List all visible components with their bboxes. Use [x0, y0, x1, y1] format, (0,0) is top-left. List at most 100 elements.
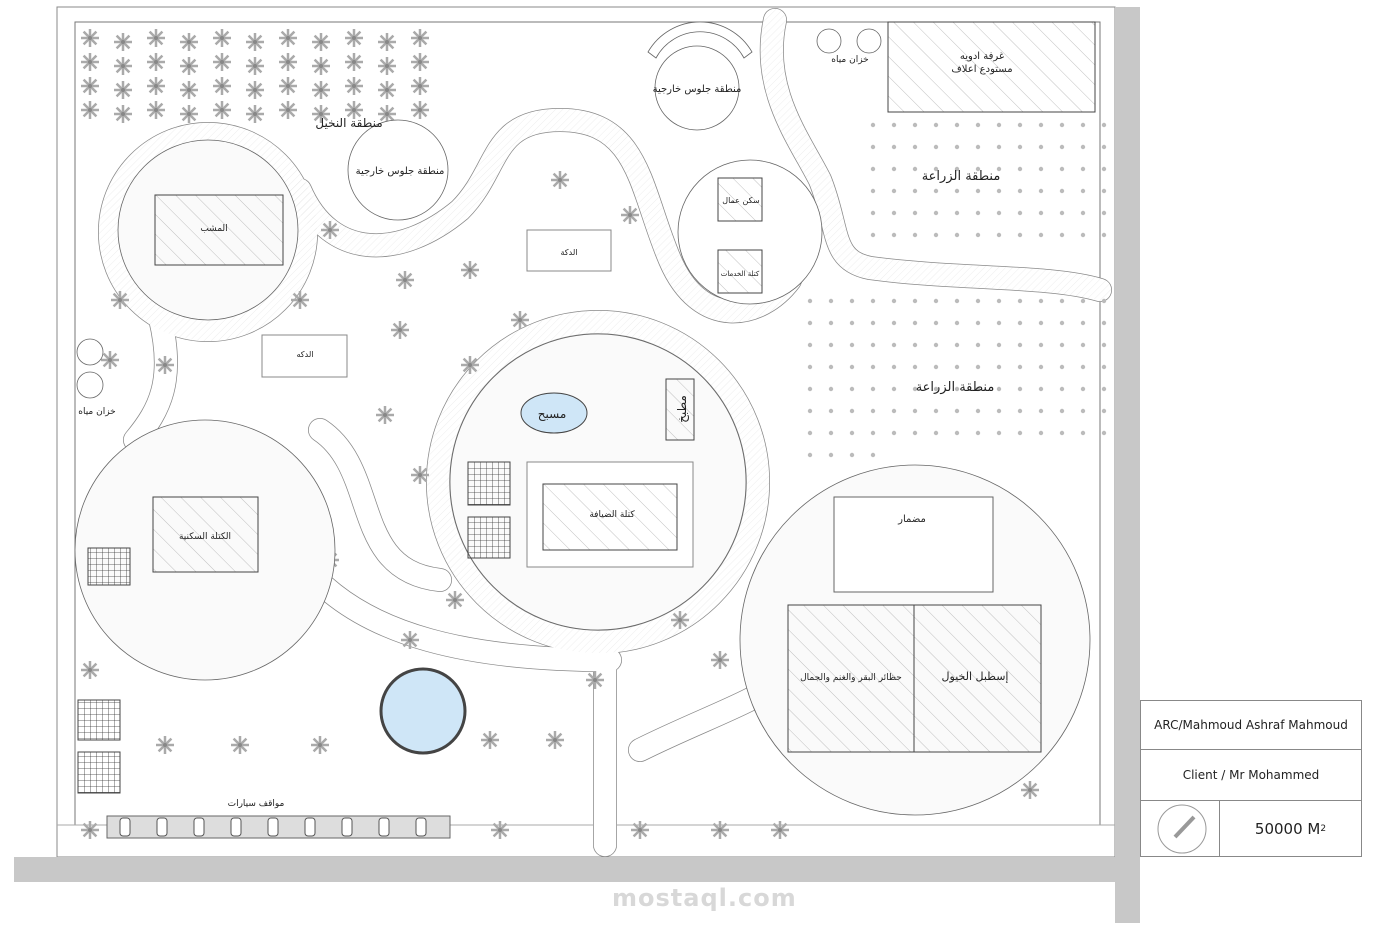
palm-tree-icon: [246, 57, 264, 75]
north-arrow: [1140, 800, 1220, 857]
plant-dot: [1080, 430, 1086, 436]
plant-dot: [870, 188, 876, 194]
palm-tree-icon: [147, 29, 165, 47]
plant-dot: [891, 430, 897, 436]
plant-dot: [849, 320, 855, 326]
palm-tree-icon: [114, 57, 132, 75]
plant-dot: [828, 386, 834, 392]
plant-dot: [870, 342, 876, 348]
palm-tree-icon: [345, 53, 363, 71]
plant-dot: [891, 166, 897, 172]
services-building: [717, 249, 763, 294]
label-race-track: مضمار: [897, 514, 926, 525]
workers-housing-building: [717, 177, 763, 222]
plant-dot: [891, 232, 897, 238]
kitchen-building: [665, 378, 695, 441]
plant-dot: [870, 298, 876, 304]
plant-dot: [870, 166, 876, 172]
plant-dot: [912, 144, 918, 150]
plant-dot: [912, 210, 918, 216]
label-farming-zone: منطقة الزراعة: [916, 380, 995, 395]
plant-dot: [1017, 364, 1023, 370]
pergola-building: [154, 194, 284, 266]
plant-dot: [1038, 320, 1044, 326]
plant-dot: [1038, 166, 1044, 172]
plant-dot: [1101, 342, 1107, 348]
plant-dot: [1101, 144, 1107, 150]
plant-dot: [912, 364, 918, 370]
palm-tree-icon: [312, 81, 330, 99]
plant-dot: [1080, 144, 1086, 150]
plant-dot: [912, 298, 918, 304]
palm-tree-icon: [345, 101, 363, 119]
palm-tree-icon: [551, 171, 569, 189]
medicine-room: [887, 21, 1096, 113]
palm-tree-icon: [411, 29, 429, 47]
plant-dot: [1059, 188, 1065, 194]
bottom-bar: [14, 857, 1140, 882]
palm-tree-icon: [345, 77, 363, 95]
plant-dot: [1101, 364, 1107, 370]
car-icon: [193, 817, 205, 837]
plant-dot: [954, 430, 960, 436]
plant-dot: [975, 408, 981, 414]
plant-dot: [975, 188, 981, 194]
plant-dot: [891, 408, 897, 414]
palm-tree-icon: [81, 77, 99, 95]
label-outdoor-seating: منطقة جلوس خارجية: [356, 166, 445, 177]
palm-tree-icon: [81, 101, 99, 119]
plant-dot: [849, 408, 855, 414]
plant-dot: [1101, 122, 1107, 128]
plant-dot: [1101, 430, 1107, 436]
palm-tree-icon: [771, 821, 789, 839]
plant-dot: [849, 298, 855, 304]
plant-dot: [1101, 386, 1107, 392]
label-water-tanks: خزان مياه: [78, 407, 116, 417]
plant-dot: [975, 342, 981, 348]
plant-dot: [996, 320, 1002, 326]
race-track-area: [833, 496, 994, 593]
plant-dot: [954, 408, 960, 414]
palm-tree-icon: [81, 53, 99, 71]
palm-tree-icon: [114, 81, 132, 99]
plant-dot: [1038, 342, 1044, 348]
platform: [261, 334, 348, 378]
palm-tree-icon: [396, 271, 414, 289]
palm-tree-icon: [411, 77, 429, 95]
north-arrow-icon: [1157, 804, 1207, 853]
plant-dot: [954, 210, 960, 216]
plant-dot: [996, 364, 1002, 370]
plant-dot: [1101, 210, 1107, 216]
plant-dot: [933, 342, 939, 348]
plant-dot: [1080, 210, 1086, 216]
palm-tree-icon: [481, 731, 499, 749]
plant-dot: [828, 452, 834, 458]
plant-dot: [933, 232, 939, 238]
plant-dot: [975, 430, 981, 436]
plant-dot: [1017, 386, 1023, 392]
plant-dot: [828, 430, 834, 436]
plant-dot: [891, 364, 897, 370]
palm-tree-icon: [312, 57, 330, 75]
plant-dot: [996, 144, 1002, 150]
car-icon: [267, 817, 279, 837]
plant-dot: [849, 452, 855, 458]
plant-dot: [996, 408, 1002, 414]
label-feed-storage: مستودع اعلاف: [951, 64, 1012, 75]
area-unit: 2: [1320, 823, 1327, 834]
plant-dot: [1059, 320, 1065, 326]
palm-tree-icon: [345, 29, 363, 47]
plant-dot: [933, 166, 939, 172]
plant-dot: [1017, 342, 1023, 348]
plant-dot: [975, 210, 981, 216]
palm-tree-icon: [411, 53, 429, 71]
plant-dot: [912, 122, 918, 128]
plant-dot: [1059, 342, 1065, 348]
palm-tree-icon: [312, 33, 330, 51]
plant-dot: [912, 166, 918, 172]
plant-dot: [1017, 166, 1023, 172]
plant-dot: [933, 144, 939, 150]
plant-dot: [891, 144, 897, 150]
palm-tree-icon: [156, 356, 174, 374]
